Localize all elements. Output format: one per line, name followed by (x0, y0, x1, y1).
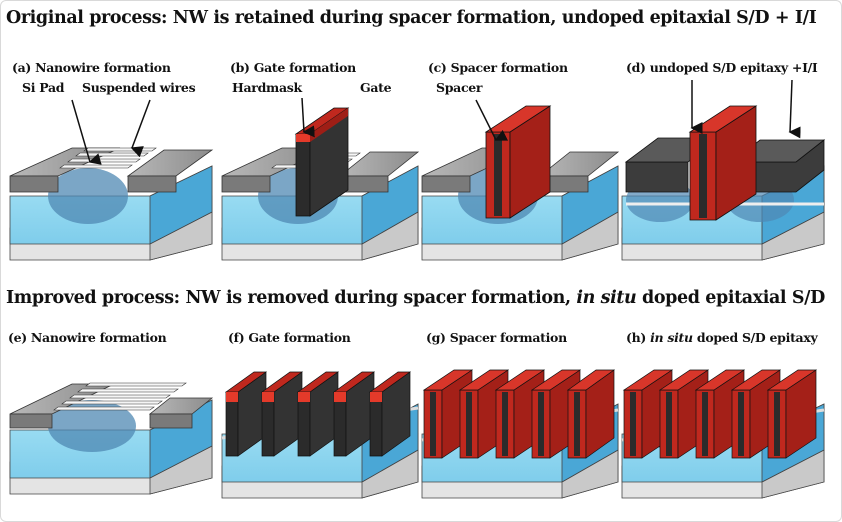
spacer-label: Spacer (436, 80, 483, 95)
panel-h-structure (621, 369, 825, 499)
panel-e-label: (e) Nanowire formation (8, 330, 167, 345)
spacer-fins-g (422, 369, 616, 459)
panel-g-label: (g) Spacer formation (426, 330, 567, 345)
panel-a-structure (9, 99, 214, 261)
panel-h-label: (h) in situ doped S/D epitaxy (626, 330, 818, 345)
improved-heading-suffix: doped epitaxial S/D (636, 288, 825, 308)
original-process-heading: Original process: NW is retained during … (6, 8, 817, 28)
original-heading-text: Original process: NW is retained during … (6, 8, 817, 28)
suspended-wires-label: Suspended wires (82, 80, 196, 95)
panel-h-label-prefix: (h) (626, 330, 651, 345)
panel-b-structure (221, 97, 420, 261)
panel-e-structure (9, 382, 214, 495)
panel-f-label: (f) Gate formation (228, 330, 351, 345)
panel-h-label-italic: in situ (650, 330, 693, 345)
improved-process-heading: Improved process: NW is removed during s… (6, 288, 825, 308)
panel-a-label: (a) Nanowire formation (12, 60, 171, 75)
improved-heading-text: Improved process: NW is removed during s… (6, 288, 577, 308)
panel-d-structure (621, 79, 826, 261)
gate-fins-f (224, 371, 412, 457)
panel-h-label-suffix: doped S/D epitaxy (692, 330, 818, 345)
panel-b-label: (b) Gate formation (230, 60, 356, 75)
panel-c-label: (c) Spacer formation (428, 60, 568, 75)
hardmask-label: Hardmask (232, 80, 302, 95)
panel-g-structure (421, 369, 619, 499)
panel-c-structure (421, 99, 620, 261)
improved-heading-italic: in situ (576, 288, 637, 308)
si-pad-label: Si Pad (22, 80, 65, 95)
panel-f-structure (221, 371, 419, 499)
gate-label: Gate (360, 80, 392, 95)
panel-d-label: (d) undoped S/D epitaxy +I/I (626, 60, 818, 75)
spacer-fins-h (622, 369, 818, 459)
